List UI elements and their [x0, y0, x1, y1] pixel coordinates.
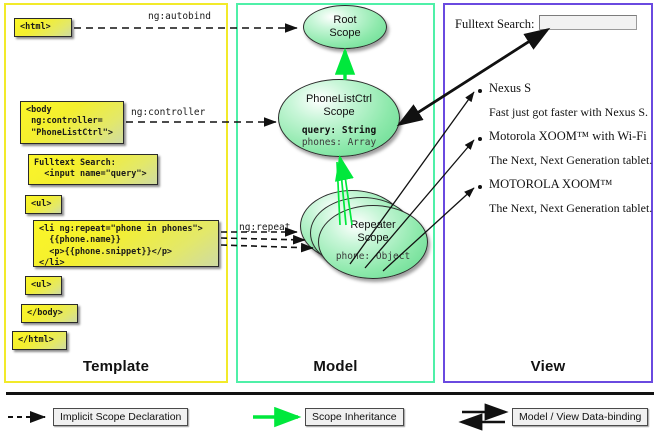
column-template: Template: [4, 3, 228, 383]
column-model-label: Model: [313, 358, 358, 375]
legend-label-model-view-data-binding: Model / View Data-binding: [512, 408, 649, 426]
repeater-scope-title-line1: Repeater: [350, 219, 396, 231]
view-item-snippet-2: The Next, Next Generation tablet.: [489, 153, 653, 167]
view-search-input[interactable]: [539, 15, 637, 30]
view-bullet-2: [478, 137, 482, 141]
column-view-label: View: [530, 358, 566, 375]
code-box-li-repeat: <li ng:repeat="phone in phones"> {{phone…: [33, 220, 219, 268]
edge-label-ng-repeat: ng:repeat: [239, 222, 291, 233]
phonelistctrl-scope-title-line1: PhoneListCtrl: [305, 93, 373, 105]
view-item-title-2: Motorola XOOM™ with Wi-Fi: [489, 129, 647, 143]
phonelistctrl-scope-title-line2: Scope: [323, 105, 355, 118]
code-box-body-close: </body>: [21, 304, 78, 323]
view-search-label: Fulltext Search:: [455, 17, 535, 31]
edge-label-ng-controller: ng:controller: [131, 107, 206, 118]
edge-label-ng-autobind: ng:autobind: [148, 11, 211, 22]
view-item-title-1: Nexus S: [489, 81, 532, 95]
code-box-html-close: </html>: [12, 331, 67, 350]
phonelistctrl-scope: PhoneListCtrl Scope query: String phones…: [278, 79, 400, 157]
column-template-label: Template: [82, 358, 150, 375]
repeater-scope-title-line2: Scope: [357, 231, 389, 244]
view-item-snippet-1: Fast just got faster with Nexus S.: [489, 105, 648, 119]
phonelistctrl-scope-prop-phones: phones: Array: [301, 136, 377, 148]
code-box-body-open: <body ng:controller= "PhoneListCtrl">: [20, 101, 124, 144]
root-scope-title-line1: Root: [333, 14, 357, 26]
view-bullet-3: [478, 185, 482, 189]
repeater-scope: Repeater Scope phone: Object: [318, 205, 428, 279]
legend-divider: [6, 392, 654, 395]
phonelistctrl-scope-prop-query: query: String: [301, 125, 377, 137]
code-box-ul-close: <ul>: [25, 276, 62, 295]
view-item-snippet-3: The Next, Next Generation tablet.: [489, 201, 653, 215]
view-item-title-3: MOTOROLA XOOM™: [489, 177, 613, 191]
root-scope-title-line2: Scope: [329, 26, 361, 39]
column-view: View: [443, 3, 653, 383]
code-box-ul-open: <ul>: [25, 195, 62, 214]
view-bullet-1: [478, 89, 482, 93]
root-scope: Root Scope: [303, 5, 387, 49]
code-box-fulltext-search: Fulltext Search: <input name="query">: [28, 154, 158, 185]
code-box-html-open: <html>: [14, 18, 72, 37]
legend-arrow-double: [458, 403, 509, 431]
repeater-scope-prop-phone: phone: Object: [335, 251, 411, 263]
legend-label-scope-inheritance: Scope Inheritance: [305, 408, 404, 426]
legend-label-implicit-scope-declaration: Implicit Scope Declaration: [53, 408, 189, 426]
